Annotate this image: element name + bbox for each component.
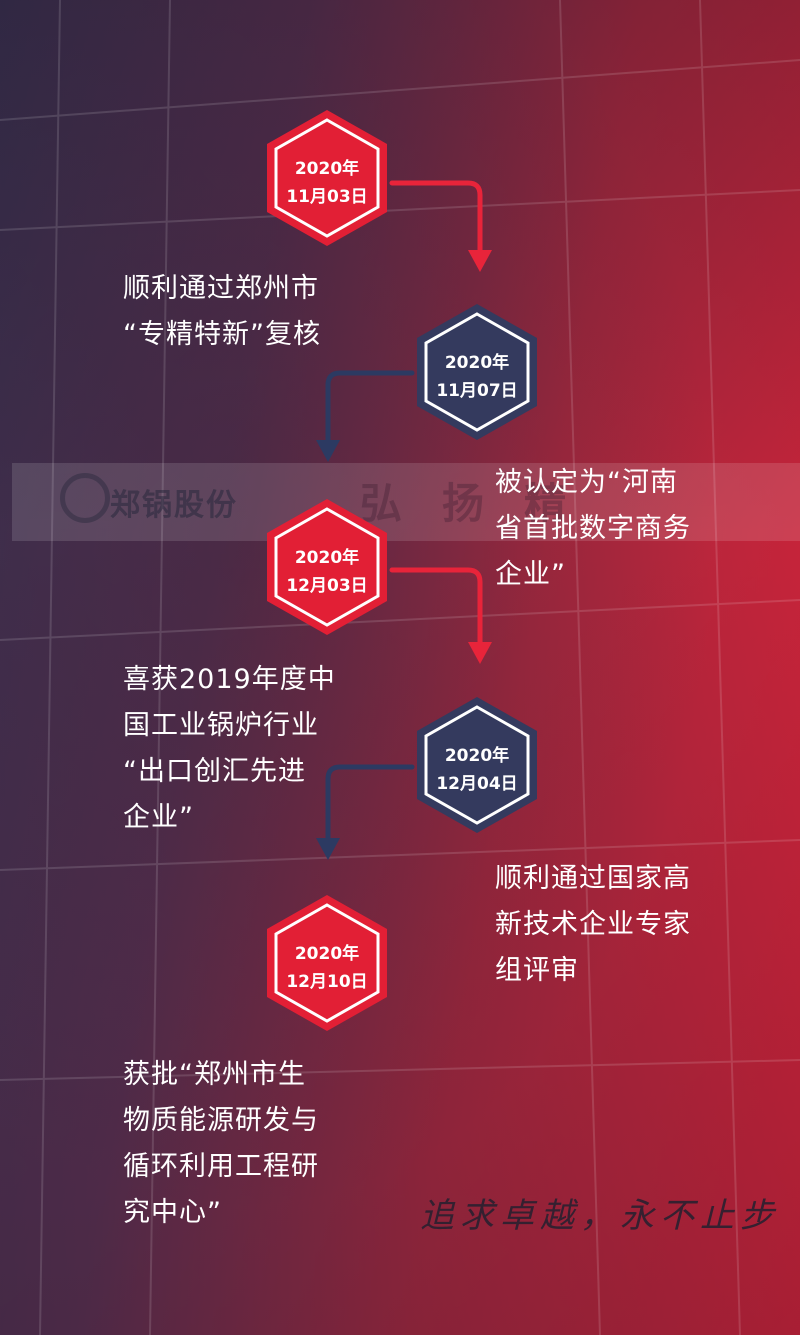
milestone-4-line-3: 组评审	[495, 955, 579, 986]
milestone-2-line-2: 省首批数字商务	[495, 513, 691, 544]
milestone-5-line-1: 获批“郑州市生	[123, 1059, 306, 1090]
milestone-5-badge: 2020年 12月10日	[263, 893, 391, 1033]
milestone-1-year: 2020年	[294, 159, 360, 179]
milestone-2-year: 2020年	[444, 353, 510, 373]
milestone-5-line-2: 物质能源研发与	[123, 1105, 319, 1136]
milestone-4-date: 12月04日	[436, 774, 518, 794]
milestone-1-line-2: “专精特新”复核	[123, 319, 321, 350]
milestone-2-line-3: 企业”	[495, 559, 566, 590]
company-logo-icon	[60, 473, 110, 523]
milestone-5-date: 12月10日	[286, 972, 368, 992]
milestone-4-line-2: 新技术企业专家	[495, 909, 691, 940]
milestone-3-line-3: “出口创汇先进	[123, 756, 306, 787]
milestone-1-date: 11月03日	[286, 187, 368, 207]
arrow-1	[389, 180, 483, 253]
milestone-3-date: 12月03日	[286, 576, 368, 596]
milestone-2-text: 被认定为“河南 省首批数字商务 企业”	[495, 460, 691, 598]
milestone-4-badge: 2020年 12月04日	[413, 695, 541, 835]
milestone-5-year: 2020年	[294, 944, 360, 964]
milestone-5-line-3: 循环利用工程研	[123, 1151, 319, 1182]
banner-company-name: 郑锅股份	[110, 488, 238, 523]
milestone-2-date: 11月07日	[436, 381, 518, 401]
arrow-3	[389, 567, 483, 645]
milestone-3-line-4: 企业”	[123, 802, 194, 833]
milestone-1-text: 顺利通过郑州市 “专精特新”复核	[123, 266, 321, 358]
arrow-4	[325, 764, 415, 841]
milestone-4-year: 2020年	[444, 746, 510, 766]
milestone-3-line-2: 国工业锅炉行业	[123, 710, 319, 741]
arrow-2	[325, 370, 415, 443]
milestone-5-text: 获批“郑州市生 物质能源研发与 循环利用工程研 究中心”	[123, 1052, 319, 1236]
milestone-4-text: 顺利通过国家高 新技术企业专家 组评审	[495, 856, 691, 994]
milestone-5-line-4: 究中心”	[123, 1197, 222, 1228]
milestone-3-badge: 2020年 12月03日	[263, 497, 391, 637]
milestone-1-line-1: 顺利通过郑州市	[123, 273, 319, 304]
milestone-2-line-1: 被认定为“河南	[495, 467, 678, 498]
milestone-3-line-1: 喜获2019年度中	[123, 664, 336, 695]
factory-banner	[12, 463, 800, 541]
milestone-2-badge: 2020年 11月07日	[413, 302, 541, 442]
milestone-4-line-1: 顺利通过国家高	[495, 863, 691, 894]
banner-motto: 弘扬精	[360, 479, 607, 528]
milestone-3-text: 喜获2019年度中 国工业锅炉行业 “出口创汇先进 企业”	[123, 657, 336, 841]
slogan: 追求卓越，永不止步	[420, 1196, 780, 1236]
milestone-3-year: 2020年	[294, 548, 360, 568]
milestone-1-badge: 2020年 11月03日	[263, 108, 391, 248]
